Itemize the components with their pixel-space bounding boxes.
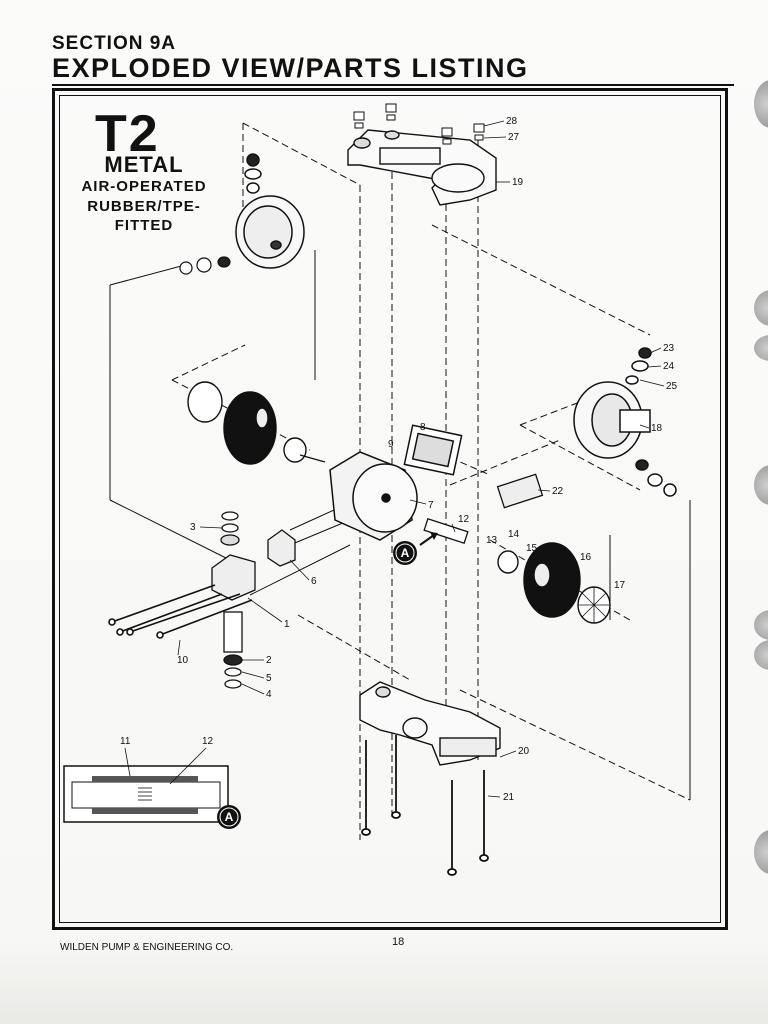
callout-23: 23 [663, 343, 675, 354]
callout-2: 2 [266, 655, 272, 666]
index-tab [754, 640, 768, 670]
right-diaphragm-assembly [497, 542, 611, 624]
index-tab [754, 290, 768, 326]
title-rule [52, 84, 734, 86]
pilot-spool [423, 473, 544, 545]
callout-21: 21 [503, 792, 515, 803]
model-code: T2 [95, 105, 160, 163]
detail-a-inset [63, 765, 229, 823]
callout-15: 15 [526, 543, 538, 554]
left-small-parts [179, 256, 231, 275]
center-section [329, 424, 463, 541]
diagram-frame [52, 88, 728, 930]
left-outer-chamber [235, 153, 305, 269]
callout-12: 12 [458, 514, 470, 525]
bottom-manifold [359, 681, 501, 766]
detail-badge-label: A [225, 810, 234, 824]
callout-9: 9 [388, 439, 394, 450]
detail-a-badge-inset: A [217, 805, 241, 829]
callout-3: 3 [190, 522, 196, 533]
top-fasteners [353, 103, 485, 145]
air-valve-stack [211, 511, 296, 689]
callout-10: 10 [177, 655, 189, 666]
callout-20: 20 [518, 746, 530, 757]
callout-19: 19 [512, 177, 524, 188]
callout-17: 17 [614, 580, 626, 591]
callout-6: 6 [311, 576, 317, 587]
index-tab [754, 830, 768, 874]
detail-a-badge-main: A [393, 532, 438, 565]
callout-22: 22 [552, 486, 564, 497]
index-tab [754, 335, 768, 361]
callout-leaders [124, 120, 665, 798]
long-bolts [108, 584, 253, 639]
callout-16: 16 [580, 552, 592, 563]
model-fitted: FITTED [114, 217, 174, 234]
right-outer-chamber [573, 347, 677, 497]
callout-27: 27 [508, 132, 520, 143]
frame-inner-border [59, 95, 721, 923]
index-tab [754, 465, 768, 505]
callout-12-inset: 12 [202, 736, 214, 747]
page-number: 18 [392, 936, 405, 948]
page-title: EXPLODED VIEW/PARTS LISTING [52, 53, 529, 83]
detail-badge-label: A [401, 546, 410, 560]
callout-4: 4 [266, 689, 272, 700]
callout-18: 18 [651, 423, 663, 434]
section-label: SECTION 9A [52, 33, 177, 54]
callout-8: 8 [420, 422, 426, 433]
callout-13: 13 [486, 535, 498, 546]
bottom-bolts [361, 735, 489, 876]
footer-company: WILDEN PUMP & ENGINEERING CO. [60, 942, 234, 953]
callout-24: 24 [663, 361, 675, 372]
left-diaphragm-assembly [187, 381, 326, 465]
callout-25: 25 [666, 381, 678, 392]
index-tab [754, 80, 768, 128]
callout-7: 7 [428, 500, 434, 511]
top-manifold [347, 129, 497, 206]
callout-5: 5 [266, 673, 272, 684]
callout-1: 1 [284, 619, 290, 630]
callout-11: 11 [120, 736, 131, 747]
model-material: METAL [104, 152, 184, 177]
model-operation: AIR-OPERATED [81, 178, 207, 195]
callout-labels: 1 2 3 4 5 6 7 8 9 10 11 12 12 13 14 15 1… [120, 116, 678, 803]
model-elastomer: RUBBER/TPE- [87, 198, 201, 215]
callout-14: 14 [508, 529, 520, 540]
index-tab [754, 610, 768, 640]
callout-28: 28 [506, 116, 518, 127]
